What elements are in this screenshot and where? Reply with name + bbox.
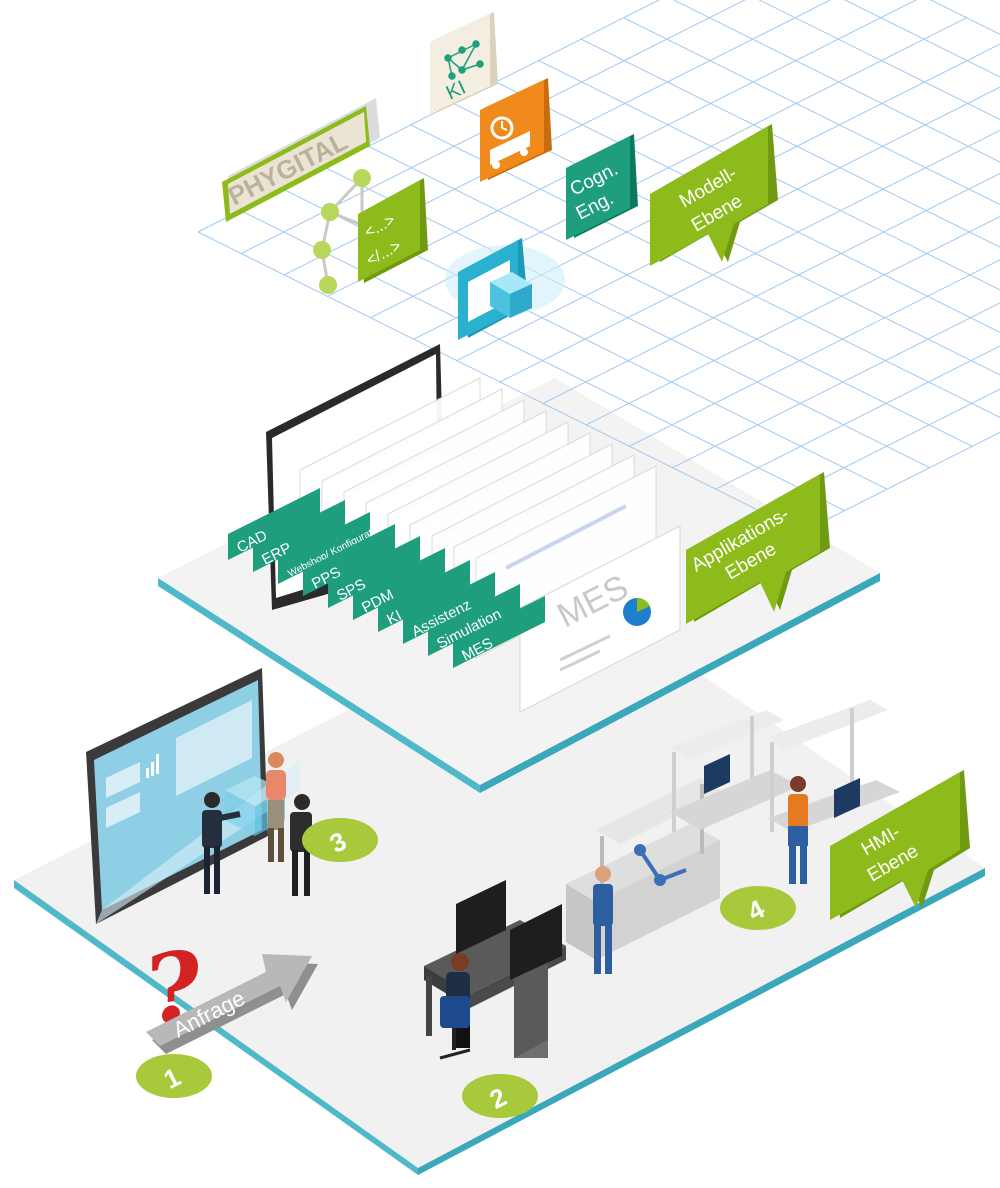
assembly-station	[566, 778, 724, 974]
phygital-sign: PHYGITAL	[222, 98, 380, 222]
neural-network-icon	[444, 40, 484, 80]
grid-line	[672, 0, 1000, 163]
workbenches	[670, 700, 900, 884]
code-tile: <...> </...>	[358, 178, 428, 283]
app-tag	[228, 488, 320, 560]
app-window-bar	[505, 504, 627, 570]
request-arrow: Anfrage	[146, 954, 318, 1054]
control-desk	[424, 880, 566, 1060]
truck-clock-icon	[490, 116, 530, 169]
grid-line	[499, 129, 1000, 383]
app-tag	[453, 596, 545, 668]
grid-line	[801, 431, 1000, 533]
grid-line	[929, 0, 1000, 35]
hmi-layer-bubble: HMI- Ebene	[830, 770, 970, 920]
mes-window: MES	[519, 525, 681, 713]
app-tag	[253, 500, 345, 572]
grid-line	[623, 17, 1000, 206]
logistics-tile	[480, 78, 552, 182]
office-chair	[439, 996, 471, 1060]
grid-line	[758, 0, 1000, 121]
app-tag-label: KI	[384, 607, 404, 629]
ki-tile: KI	[430, 12, 498, 114]
robot-arm-icon	[634, 844, 687, 886]
step-marker-4: 4	[720, 886, 796, 930]
app-tag	[428, 584, 520, 656]
app-tag	[403, 572, 495, 644]
cube-icon	[490, 272, 532, 318]
step-marker-2: 2	[462, 1074, 538, 1118]
app-tag	[353, 548, 445, 620]
grid-line	[586, 216, 1000, 426]
grid-line	[844, 0, 1000, 78]
app-tag	[303, 524, 395, 596]
grid-line	[580, 38, 1000, 248]
cognitive-engineering-tile: Cogn. Eng.	[566, 134, 638, 240]
pie-chart-icon	[623, 597, 651, 626]
app-tag	[328, 536, 420, 608]
app-tag	[278, 512, 370, 584]
dual-monitor	[456, 880, 562, 980]
grid-line	[542, 172, 1000, 404]
model-layer-bubble: Modell- Ebene	[650, 124, 778, 266]
graph-node-icon	[313, 169, 371, 294]
app-tag	[378, 560, 470, 632]
bar-chart-icon	[146, 754, 159, 778]
digital-twin-tile	[445, 238, 565, 340]
step-marker-3: 3	[302, 818, 378, 862]
grid-line	[629, 259, 1000, 447]
grid-line	[758, 388, 1000, 512]
step-marker-1: 1	[136, 1054, 212, 1098]
grid-line	[715, 345, 1000, 490]
grid-line	[672, 302, 1000, 469]
